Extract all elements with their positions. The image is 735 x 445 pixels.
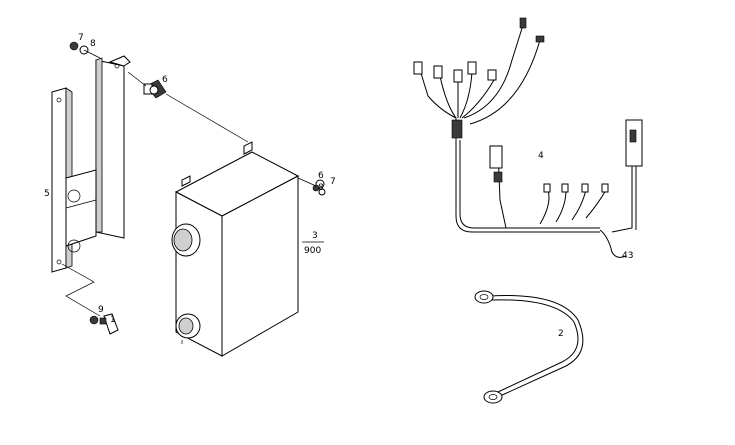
callout-5: 5 bbox=[44, 189, 50, 199]
callout-7-top: 7 bbox=[78, 33, 84, 43]
nut-washer-top bbox=[69, 41, 101, 59]
callout-1: 1 bbox=[110, 315, 116, 325]
callout-6-right: 6 bbox=[318, 171, 324, 181]
callout-6-top: 6 bbox=[162, 75, 168, 85]
callout-7-right: 7 bbox=[330, 177, 336, 187]
callout-2: 2 bbox=[558, 329, 564, 339]
callout-9: 9 bbox=[98, 305, 104, 315]
bracket-assembly bbox=[51, 55, 131, 317]
wiring-harness-4 bbox=[413, 17, 643, 258]
callout-3-sub-900: 900 bbox=[304, 246, 321, 256]
callout-43: 43 bbox=[622, 251, 633, 261]
sensor-fitting-6 bbox=[127, 71, 249, 143]
control-box-3 bbox=[171, 141, 300, 357]
callout-3: 3 bbox=[312, 231, 318, 241]
nut-washer-right bbox=[297, 177, 326, 196]
bolt-washer-bottom bbox=[89, 313, 119, 335]
ground-cable-2 bbox=[474, 290, 584, 404]
callout-4: 4 bbox=[538, 151, 544, 161]
callout-8-top: 8 bbox=[90, 39, 96, 49]
callout-8-right: 8 bbox=[318, 183, 324, 193]
